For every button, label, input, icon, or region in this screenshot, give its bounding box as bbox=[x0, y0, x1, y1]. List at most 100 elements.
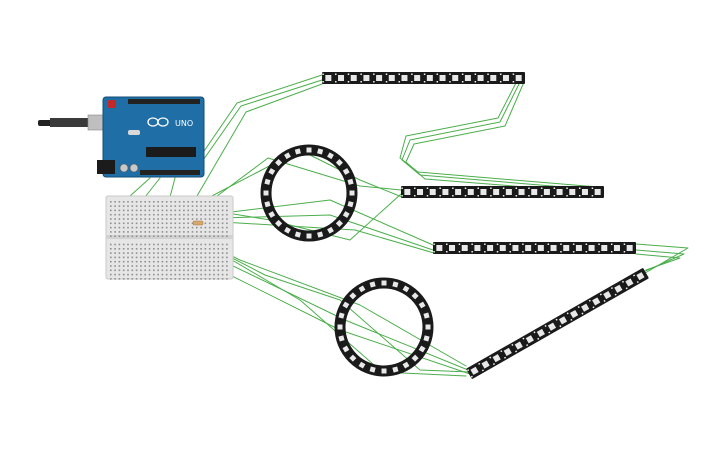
arduino-uno-board[interactable]: UNO bbox=[97, 96, 205, 178]
led-pad bbox=[478, 362, 481, 365]
led-pad bbox=[398, 81, 400, 83]
led-pixel bbox=[502, 75, 509, 81]
led-pad bbox=[411, 81, 413, 83]
led-pixel bbox=[537, 245, 544, 251]
led-pixel bbox=[338, 312, 345, 319]
led-pixel bbox=[264, 201, 271, 208]
led-pad bbox=[439, 187, 441, 189]
led-pixel bbox=[515, 75, 522, 81]
led-pixel bbox=[452, 75, 459, 81]
led-pad bbox=[385, 81, 388, 83]
led-pixel bbox=[342, 168, 350, 175]
led-pad bbox=[540, 187, 543, 189]
led-pad bbox=[484, 243, 486, 245]
led-pixel bbox=[543, 189, 550, 195]
led-pixel bbox=[592, 297, 601, 306]
led-pixel bbox=[426, 75, 433, 81]
led-pad bbox=[588, 299, 591, 302]
led-pixel bbox=[480, 189, 487, 195]
led-pad bbox=[540, 195, 543, 197]
led-pixel bbox=[284, 226, 291, 234]
led-pad bbox=[433, 243, 435, 245]
led-pad bbox=[452, 187, 454, 189]
led-pad bbox=[502, 195, 505, 197]
led-pixel bbox=[376, 75, 383, 81]
led-pad bbox=[537, 337, 540, 340]
led-pad bbox=[452, 195, 454, 197]
led-pixel bbox=[436, 245, 443, 251]
led-pad bbox=[373, 81, 375, 83]
led-pad bbox=[512, 73, 515, 75]
led-pixel bbox=[550, 245, 557, 251]
led-pad bbox=[614, 293, 617, 296]
led-pixel bbox=[414, 75, 421, 81]
led-pad bbox=[585, 251, 588, 253]
led-pixel bbox=[317, 231, 324, 238]
led-pad bbox=[591, 187, 594, 189]
led-strip[interactable] bbox=[466, 268, 649, 379]
led-pixel bbox=[439, 75, 446, 81]
led-ring[interactable] bbox=[334, 277, 434, 377]
led-pixel bbox=[474, 245, 481, 251]
led-pixel bbox=[512, 245, 519, 251]
led-pixel bbox=[514, 341, 523, 350]
led-pad bbox=[526, 344, 529, 347]
led-pad bbox=[458, 243, 461, 245]
led-pad bbox=[471, 251, 473, 253]
led-pad bbox=[553, 187, 556, 189]
led-pixel bbox=[392, 366, 399, 373]
led-pixel bbox=[268, 168, 276, 175]
led-pixel bbox=[442, 189, 449, 195]
led-pad bbox=[534, 251, 537, 253]
led-pixel bbox=[569, 189, 576, 195]
led-strip[interactable] bbox=[401, 186, 604, 198]
led-pixel bbox=[335, 159, 343, 167]
led-pad bbox=[625, 287, 628, 290]
led-pixel bbox=[411, 292, 419, 300]
led-pixel bbox=[418, 301, 426, 309]
led-strip[interactable] bbox=[322, 72, 525, 84]
led-pad bbox=[492, 363, 495, 366]
led-pad bbox=[477, 195, 479, 197]
led-pad bbox=[470, 375, 473, 378]
led-pad bbox=[603, 299, 606, 302]
led-pixel bbox=[411, 354, 419, 362]
led-pixel bbox=[603, 291, 612, 300]
led-pad bbox=[636, 280, 639, 284]
led-pixel bbox=[275, 159, 283, 167]
led-pad bbox=[347, 73, 350, 75]
led-pixel bbox=[518, 189, 525, 195]
led-ring[interactable] bbox=[260, 144, 358, 242]
led-pad bbox=[464, 195, 467, 197]
led-pad bbox=[533, 331, 536, 334]
jumper-wire bbox=[399, 78, 599, 188]
led-pad bbox=[474, 81, 477, 83]
led-pixel bbox=[477, 75, 484, 81]
led-pixel bbox=[268, 211, 276, 218]
led-pad bbox=[461, 81, 464, 83]
led-pixel bbox=[499, 245, 506, 251]
led-pixel bbox=[402, 361, 410, 369]
led-pad bbox=[522, 251, 524, 253]
led-pad bbox=[414, 187, 416, 189]
led-pad bbox=[436, 81, 439, 83]
breadboard[interactable] bbox=[105, 195, 234, 280]
resistor bbox=[192, 220, 204, 226]
led-pad bbox=[347, 81, 350, 83]
led-pixel bbox=[625, 278, 634, 287]
led-strip[interactable] bbox=[433, 242, 636, 254]
led-pad bbox=[528, 187, 530, 189]
led-pixel bbox=[335, 219, 343, 227]
led-pad bbox=[499, 81, 502, 83]
reset-button[interactable] bbox=[108, 100, 116, 108]
led-pad bbox=[566, 195, 568, 197]
led-pad bbox=[512, 81, 515, 83]
led-pixel bbox=[492, 354, 501, 363]
led-pixel bbox=[563, 245, 570, 251]
led-pixel bbox=[402, 285, 410, 293]
led-pad bbox=[496, 243, 499, 245]
led-pad bbox=[534, 243, 537, 245]
board-model-label: UNO bbox=[175, 119, 193, 128]
led-pixel bbox=[425, 324, 431, 330]
